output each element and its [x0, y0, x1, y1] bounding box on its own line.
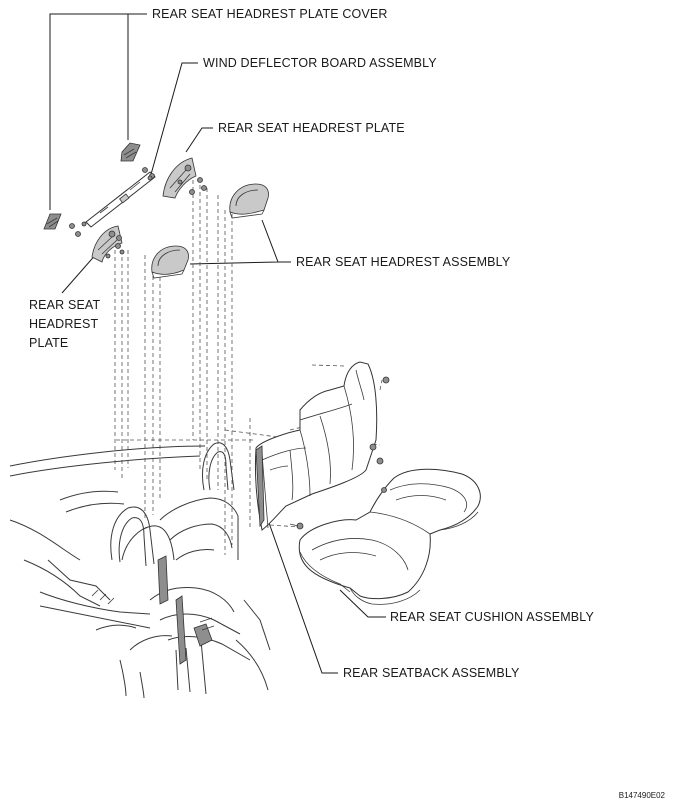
vehicle-body-structure — [9, 442, 271, 699]
wind-deflector-board — [69, 167, 156, 237]
label-headrest-plate-cover: REAR SEAT HEADREST PLATE COVER — [152, 7, 388, 21]
label-headrest-plate-right: REAR SEAT HEADREST PLATE — [218, 121, 405, 135]
label-headrest-assembly: REAR SEAT HEADREST ASSEMBLY — [296, 255, 511, 269]
leader-headrest-assembly — [189, 219, 291, 265]
leader-wind-deflector — [149, 62, 198, 179]
rear-seat-cushion-assembly — [298, 468, 481, 605]
figure-code: B147490E02 — [618, 791, 665, 800]
plate-cover-left — [43, 213, 62, 230]
leader-lines — [49, 13, 386, 674]
headrest-assembly-right — [229, 183, 269, 219]
label-wind-deflector-board: WIND DEFLECTOR BOARD ASSEMBLY — [203, 56, 437, 70]
leader-cushion — [339, 589, 386, 618]
headrest-plate-left — [91, 225, 125, 263]
leader-plate-cover — [49, 13, 147, 210]
label-rear-seat-cushion: REAR SEAT CUSHION ASSEMBLY — [390, 610, 594, 624]
label-headrest-plate-left: REAR SEAT HEADREST PLATE — [29, 298, 101, 350]
leader-plate-right — [185, 127, 213, 153]
plate-cover-right — [120, 142, 141, 162]
rear-seatback-assembly — [254, 361, 390, 531]
headrest-plate-right — [147, 157, 207, 199]
leader-seatback — [267, 519, 338, 674]
label-rear-seatback: REAR SEATBACK ASSEMBLY — [343, 666, 520, 680]
headrest-assembly-left — [151, 245, 189, 279]
alignment-lines — [114, 180, 383, 555]
